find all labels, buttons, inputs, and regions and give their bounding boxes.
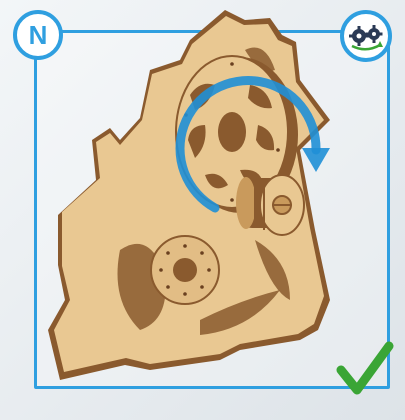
gears-rotate-icon — [340, 10, 392, 62]
checkmark-icon — [335, 340, 395, 400]
step-label: N — [29, 20, 48, 51]
lower-hub — [151, 236, 219, 304]
step-badge: N — [13, 10, 63, 60]
gears-icon — [347, 21, 385, 51]
spindle-gear — [236, 175, 304, 235]
